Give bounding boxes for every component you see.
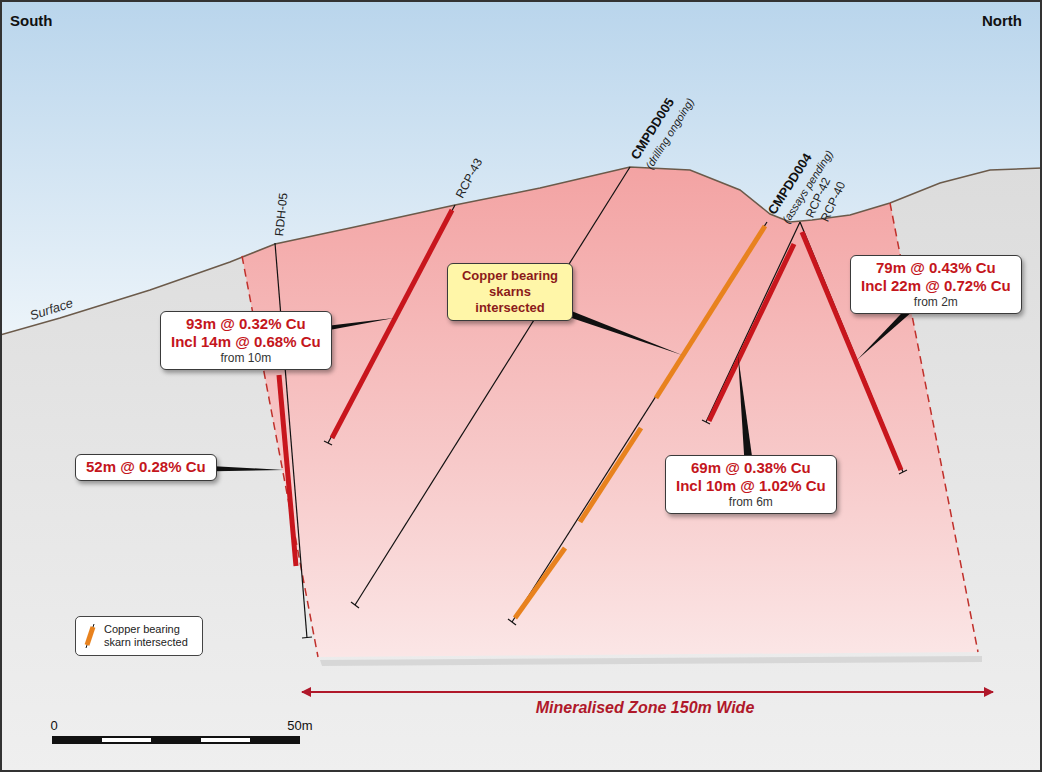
assay-text: Incl 14m @ 0.68% Cu (171, 333, 321, 351)
assay-text: 69m @ 0.38% Cu (676, 459, 826, 477)
interval-depth: from 10m (171, 351, 321, 365)
mineralised-zone (242, 167, 978, 657)
assay-callout: 93m @ 0.32% CuIncl 14m @ 0.68% Cufrom 10… (160, 311, 332, 370)
scale-bar (52, 736, 300, 744)
assay-callout: 69m @ 0.38% CuIncl 10m @ 1.02% Cufrom 6m (665, 455, 837, 514)
assay-text: 52m @ 0.28% Cu (86, 458, 206, 476)
direction-label: North (982, 12, 1022, 29)
surface-line (0, 167, 1042, 335)
assay-text: Incl 10m @ 1.02% Cu (676, 477, 826, 495)
scale-label: 0 (50, 718, 57, 733)
note-box: Copper bearing skarns intersected (447, 263, 573, 321)
assay-callout: 79m @ 0.43% CuIncl 22m @ 0.72% Cufrom 2m (850, 255, 1022, 314)
assay-callout: 52m @ 0.28% Cu (75, 454, 217, 481)
zone-width-arrow (302, 691, 993, 693)
assay-text: 79m @ 0.43% Cu (861, 259, 1011, 277)
legend-box: Copper bearing skarn intersected (75, 616, 203, 656)
interval-depth: from 6m (676, 495, 826, 509)
direction-label: South (10, 12, 53, 29)
legend-sample (82, 621, 98, 651)
legend-text: Copper bearing skarn intersected (104, 623, 196, 649)
dimension-label: Mineralised Zone 150m Wide (536, 699, 755, 717)
copper-intervals (279, 210, 901, 566)
scale-label: 50m (287, 718, 312, 733)
interval-depth: from 2m (861, 295, 1011, 309)
assay-text: Incl 22m @ 0.72% Cu (861, 277, 1011, 295)
drill-holes (275, 167, 907, 638)
ground (0, 167, 1042, 772)
assay-text: Copper bearing skarns intersected (454, 268, 566, 316)
zone-shadow (320, 656, 982, 666)
assay-text: 93m @ 0.32% Cu (171, 315, 321, 333)
